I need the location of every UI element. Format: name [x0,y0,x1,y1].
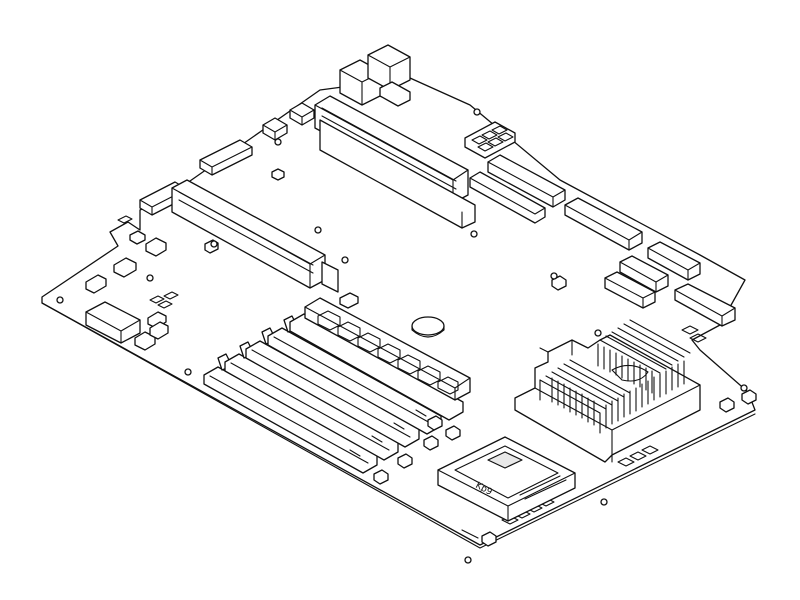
header-r2 [469,171,546,224]
expansion-slot-lower [171,179,339,293]
chip-3 [271,168,285,181]
left-components [85,215,219,351]
lower-parts [339,275,757,547]
heatsink-fin-columns [551,343,685,429]
dimm-slot-5-with-module [289,297,471,421]
chip-1 [262,117,288,141]
power-connector [464,121,516,159]
heatsink-fins-right [599,319,691,374]
chip-2 [289,102,315,126]
board-edge [41,302,756,549]
expansion-slot-upper [314,95,476,229]
cpu-socket: Kp9 [437,436,576,522]
mounting-holes [56,108,748,564]
right-headers [469,154,736,327]
io-port-b [367,44,411,91]
memory-slots [203,297,471,474]
left-connector [85,301,141,344]
top-chips [262,102,315,181]
header-r4 [647,241,701,281]
cmos-battery [411,316,445,338]
rear-io-block [339,44,411,107]
header-r1 [487,154,566,208]
io-port-c [379,81,411,107]
cpu-heatsink [514,319,701,463]
